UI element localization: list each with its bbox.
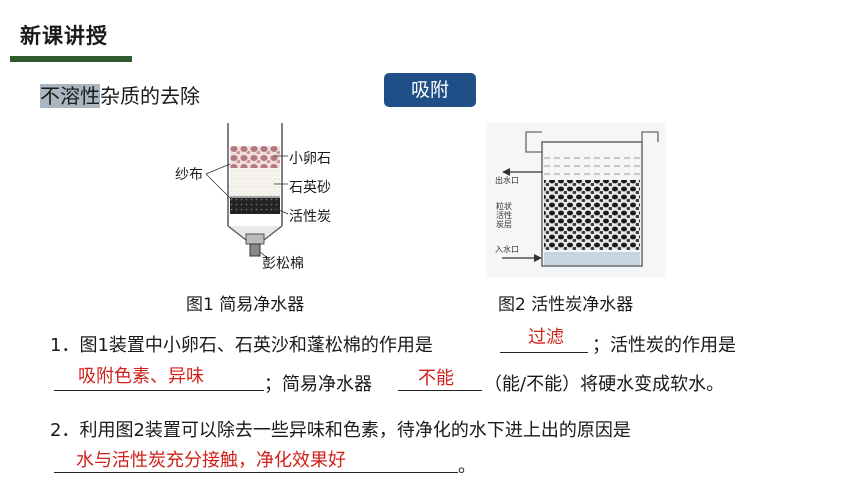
figure2-diagram (486, 122, 666, 278)
pebble-layer (230, 146, 280, 168)
figure1-diagram (205, 123, 289, 261)
cotton-plug (245, 233, 265, 245)
carbon-pointer (273, 207, 289, 215)
bottom-water (544, 252, 640, 265)
inlet-arrow-head (534, 254, 542, 262)
q2-blank[interactable] (54, 472, 458, 473)
q1-line2-suffix: （能/不能）将硬水变成软水。 (484, 374, 725, 395)
label-outlet: 出水口 (495, 176, 519, 185)
figure2-caption: 图2 活性炭净水器 (498, 295, 634, 315)
q1-blank-3[interactable] (398, 390, 482, 391)
label-pebbles: 小卵石 (289, 151, 331, 167)
label-granular-carbon: 粒状活性炭层 (496, 202, 512, 229)
gauze-pointer-2 (205, 173, 231, 199)
cotton-pointer (259, 251, 271, 261)
q2-line1: 2．利用图2装置可以除去一些异味和色素，待净化的水下进上出的原因是 (50, 420, 631, 441)
q1-line1-prefix: 1．图1装置中小卵石、石英沙和蓬松棉的作用是 (50, 335, 433, 356)
tank-outline (541, 141, 643, 267)
header-rule (10, 56, 132, 62)
label-cotton: 彭松棉 (262, 256, 304, 272)
outlet-nozzle (249, 243, 261, 257)
quartz-layer (230, 168, 280, 196)
q2-end: 。 (458, 456, 476, 477)
q1-blank-1[interactable] (500, 352, 588, 353)
header-title: 新课讲授 (20, 24, 108, 48)
gauze-pointer-1 (205, 163, 231, 175)
q1-answer-3: 不能 (418, 368, 454, 389)
outlet-pipe-top (525, 131, 542, 153)
q1-line2-mid: ；简易净水器 (264, 374, 372, 395)
carbon-layer (230, 198, 280, 214)
adsorption-badge[interactable]: 吸附 (384, 73, 476, 107)
granular-carbon-layer (544, 180, 640, 250)
q1-line1-suffix: ；活性炭的作用是 (592, 335, 736, 356)
label-carbon: 活性炭 (289, 209, 331, 225)
label-gauze: 纱布 (175, 167, 203, 183)
q2-answer: 水与活性炭充分接触，净化效果好 (76, 450, 346, 471)
subtitle-highlight: 不溶性 (40, 84, 100, 108)
subtitle-rest: 杂质的去除 (100, 84, 200, 108)
q1-answer-1: 过滤 (528, 327, 564, 348)
vent-pipe (641, 131, 659, 142)
q1-answer-2: 吸附色素、异味 (78, 366, 204, 387)
figure1-caption: 图1 简易净水器 (186, 295, 305, 315)
section-subtitle: 不溶性杂质的去除 (40, 80, 200, 109)
q1-blank-2[interactable] (54, 390, 264, 391)
outlet-arrow-head (502, 168, 510, 176)
label-inlet: 入水口 (495, 245, 519, 254)
label-quartz: 石英砂 (289, 180, 331, 196)
